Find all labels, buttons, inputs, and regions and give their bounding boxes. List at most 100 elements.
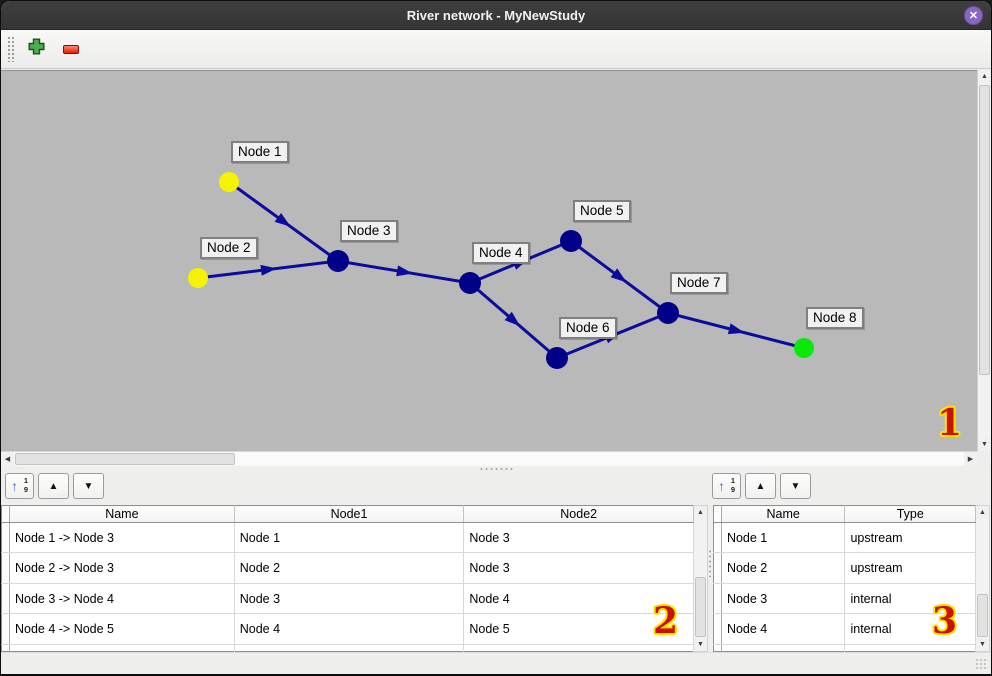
move-down-button[interactable]: ▼ (73, 473, 104, 499)
down-triangle-icon: ▼ (790, 480, 801, 492)
row-header-stub[interactable] (713, 552, 722, 584)
node-label[interactable]: Node 3 (340, 220, 398, 242)
row-header-stub[interactable] (1, 505, 10, 523)
vertical-splitter[interactable] (708, 549, 713, 577)
column-header[interactable]: Name (9, 505, 235, 523)
minus-icon (63, 44, 79, 54)
node-label[interactable]: Node 6 (559, 317, 617, 339)
table-cell (721, 644, 846, 652)
arrowhead-icon (727, 323, 745, 335)
column-header[interactable]: Node2 (463, 505, 695, 523)
table-cell[interactable]: Node 3 (463, 522, 695, 554)
row-header-stub[interactable] (1, 583, 10, 615)
table-cell[interactable]: Node 2 (234, 552, 465, 584)
scrollbar-thumb[interactable] (979, 85, 990, 375)
node-node5[interactable] (560, 230, 582, 252)
table-cell[interactable]: Node 2 -> Node 3 (9, 552, 235, 584)
table-cell[interactable]: internal (844, 613, 977, 645)
node-label[interactable]: Node 2 (200, 237, 258, 259)
scroll-up-icon[interactable]: ▲ (976, 506, 989, 519)
move-up-button[interactable]: ▲ (38, 473, 69, 499)
row-header-stub[interactable] (1, 552, 10, 584)
table-cell[interactable]: Node 1 (234, 522, 465, 554)
table-cell[interactable]: internal (844, 583, 977, 615)
table-cell[interactable]: upstream (844, 552, 977, 584)
table-cell[interactable]: Node 1 (721, 522, 846, 554)
canvas-vertical-scrollbar[interactable]: ▲ ▼ (977, 70, 991, 451)
row-header-stub[interactable] (713, 583, 722, 615)
scrollbar-thumb[interactable] (15, 453, 235, 465)
remove-button[interactable] (58, 36, 84, 62)
node-label[interactable]: Node 7 (670, 272, 728, 294)
toolbar (1, 30, 991, 69)
close-button[interactable]: ✕ (964, 6, 983, 25)
node-node7[interactable] (657, 302, 679, 324)
node-node6[interactable] (546, 347, 568, 369)
toolbar-drag-handle[interactable] (7, 36, 14, 62)
scroll-down-icon[interactable]: ▼ (694, 638, 707, 651)
row-header-stub[interactable] (1, 613, 10, 645)
scroll-down-icon[interactable]: ▼ (976, 638, 989, 651)
row-header-stub[interactable] (713, 613, 722, 645)
scrollbar-thumb[interactable] (695, 577, 706, 637)
titlebar[interactable]: River network - MyNewStudy ✕ (1, 1, 991, 30)
table-cell[interactable]: Node 3 (234, 583, 465, 615)
node-table-scrollbar[interactable]: ▲ ▼ (976, 505, 990, 652)
scroll-up-icon[interactable]: ▲ (694, 506, 707, 519)
down-triangle-icon: ▼ (83, 480, 94, 492)
table-cell[interactable]: Node 1 -> Node 3 (9, 522, 235, 554)
table-cell[interactable]: Node 4 -> Node 5 (9, 613, 235, 645)
table-cell[interactable]: Node 4 (463, 583, 695, 615)
horizontal-splitter[interactable] (1, 466, 991, 473)
node-node2[interactable] (188, 268, 208, 288)
row-header-stub[interactable] (1, 522, 10, 554)
move-up-button[interactable]: ▲ (745, 473, 776, 499)
table-cell[interactable]: Node 2 (721, 552, 846, 584)
table-cell[interactable]: Node 3 (721, 583, 846, 615)
scrollbar-thumb[interactable] (977, 594, 988, 637)
column-header[interactable]: Node1 (234, 505, 465, 523)
reach-table-scrollbar[interactable]: ▲ ▼ (694, 505, 708, 652)
splitter-grip-icon (479, 467, 513, 472)
move-down-button[interactable]: ▼ (780, 473, 811, 499)
canvas-horizontal-scrollbar[interactable]: ◀ ▶ (1, 451, 977, 466)
table-cell[interactable]: upstream (844, 522, 977, 554)
add-button[interactable] (23, 36, 49, 62)
table-cell[interactable]: Node 4 (234, 613, 465, 645)
node-label[interactable]: Node 5 (573, 200, 631, 222)
network-canvas[interactable]: Node 1 Node 2 Node 3 Node 4 Node 5 Node 6 Node… (1, 70, 977, 451)
node-node8[interactable] (794, 338, 814, 358)
column-header[interactable]: Name (721, 505, 846, 523)
scroll-up-icon[interactable]: ▲ (978, 70, 991, 83)
status-bar (1, 652, 991, 674)
table-cell[interactable]: Node 4 (721, 613, 846, 645)
resize-grip[interactable] (975, 658, 988, 671)
row-header-stub[interactable] (713, 522, 722, 554)
node-node3[interactable] (327, 250, 349, 272)
table-cell[interactable]: Node 5 (463, 613, 695, 645)
scroll-down-icon[interactable]: ▼ (978, 438, 991, 451)
table-cell[interactable]: Node 3 (463, 552, 695, 584)
arrowhead-icon (260, 264, 277, 276)
table-cell[interactable]: Node 3 -> Node 4 (9, 583, 235, 615)
node-node1[interactable] (219, 172, 239, 192)
column-header[interactable]: Type (844, 505, 977, 523)
node-label[interactable]: Node 8 (806, 307, 864, 329)
row-header-stub[interactable] (713, 505, 722, 523)
node-node4[interactable] (459, 272, 481, 294)
scroll-right-icon[interactable]: ▶ (964, 452, 977, 466)
node-label[interactable]: Node 4 (472, 242, 530, 264)
scroll-left-icon[interactable]: ◀ (1, 452, 14, 466)
arrowhead-icon (396, 265, 413, 277)
node-label[interactable]: Node 1 (231, 141, 289, 163)
